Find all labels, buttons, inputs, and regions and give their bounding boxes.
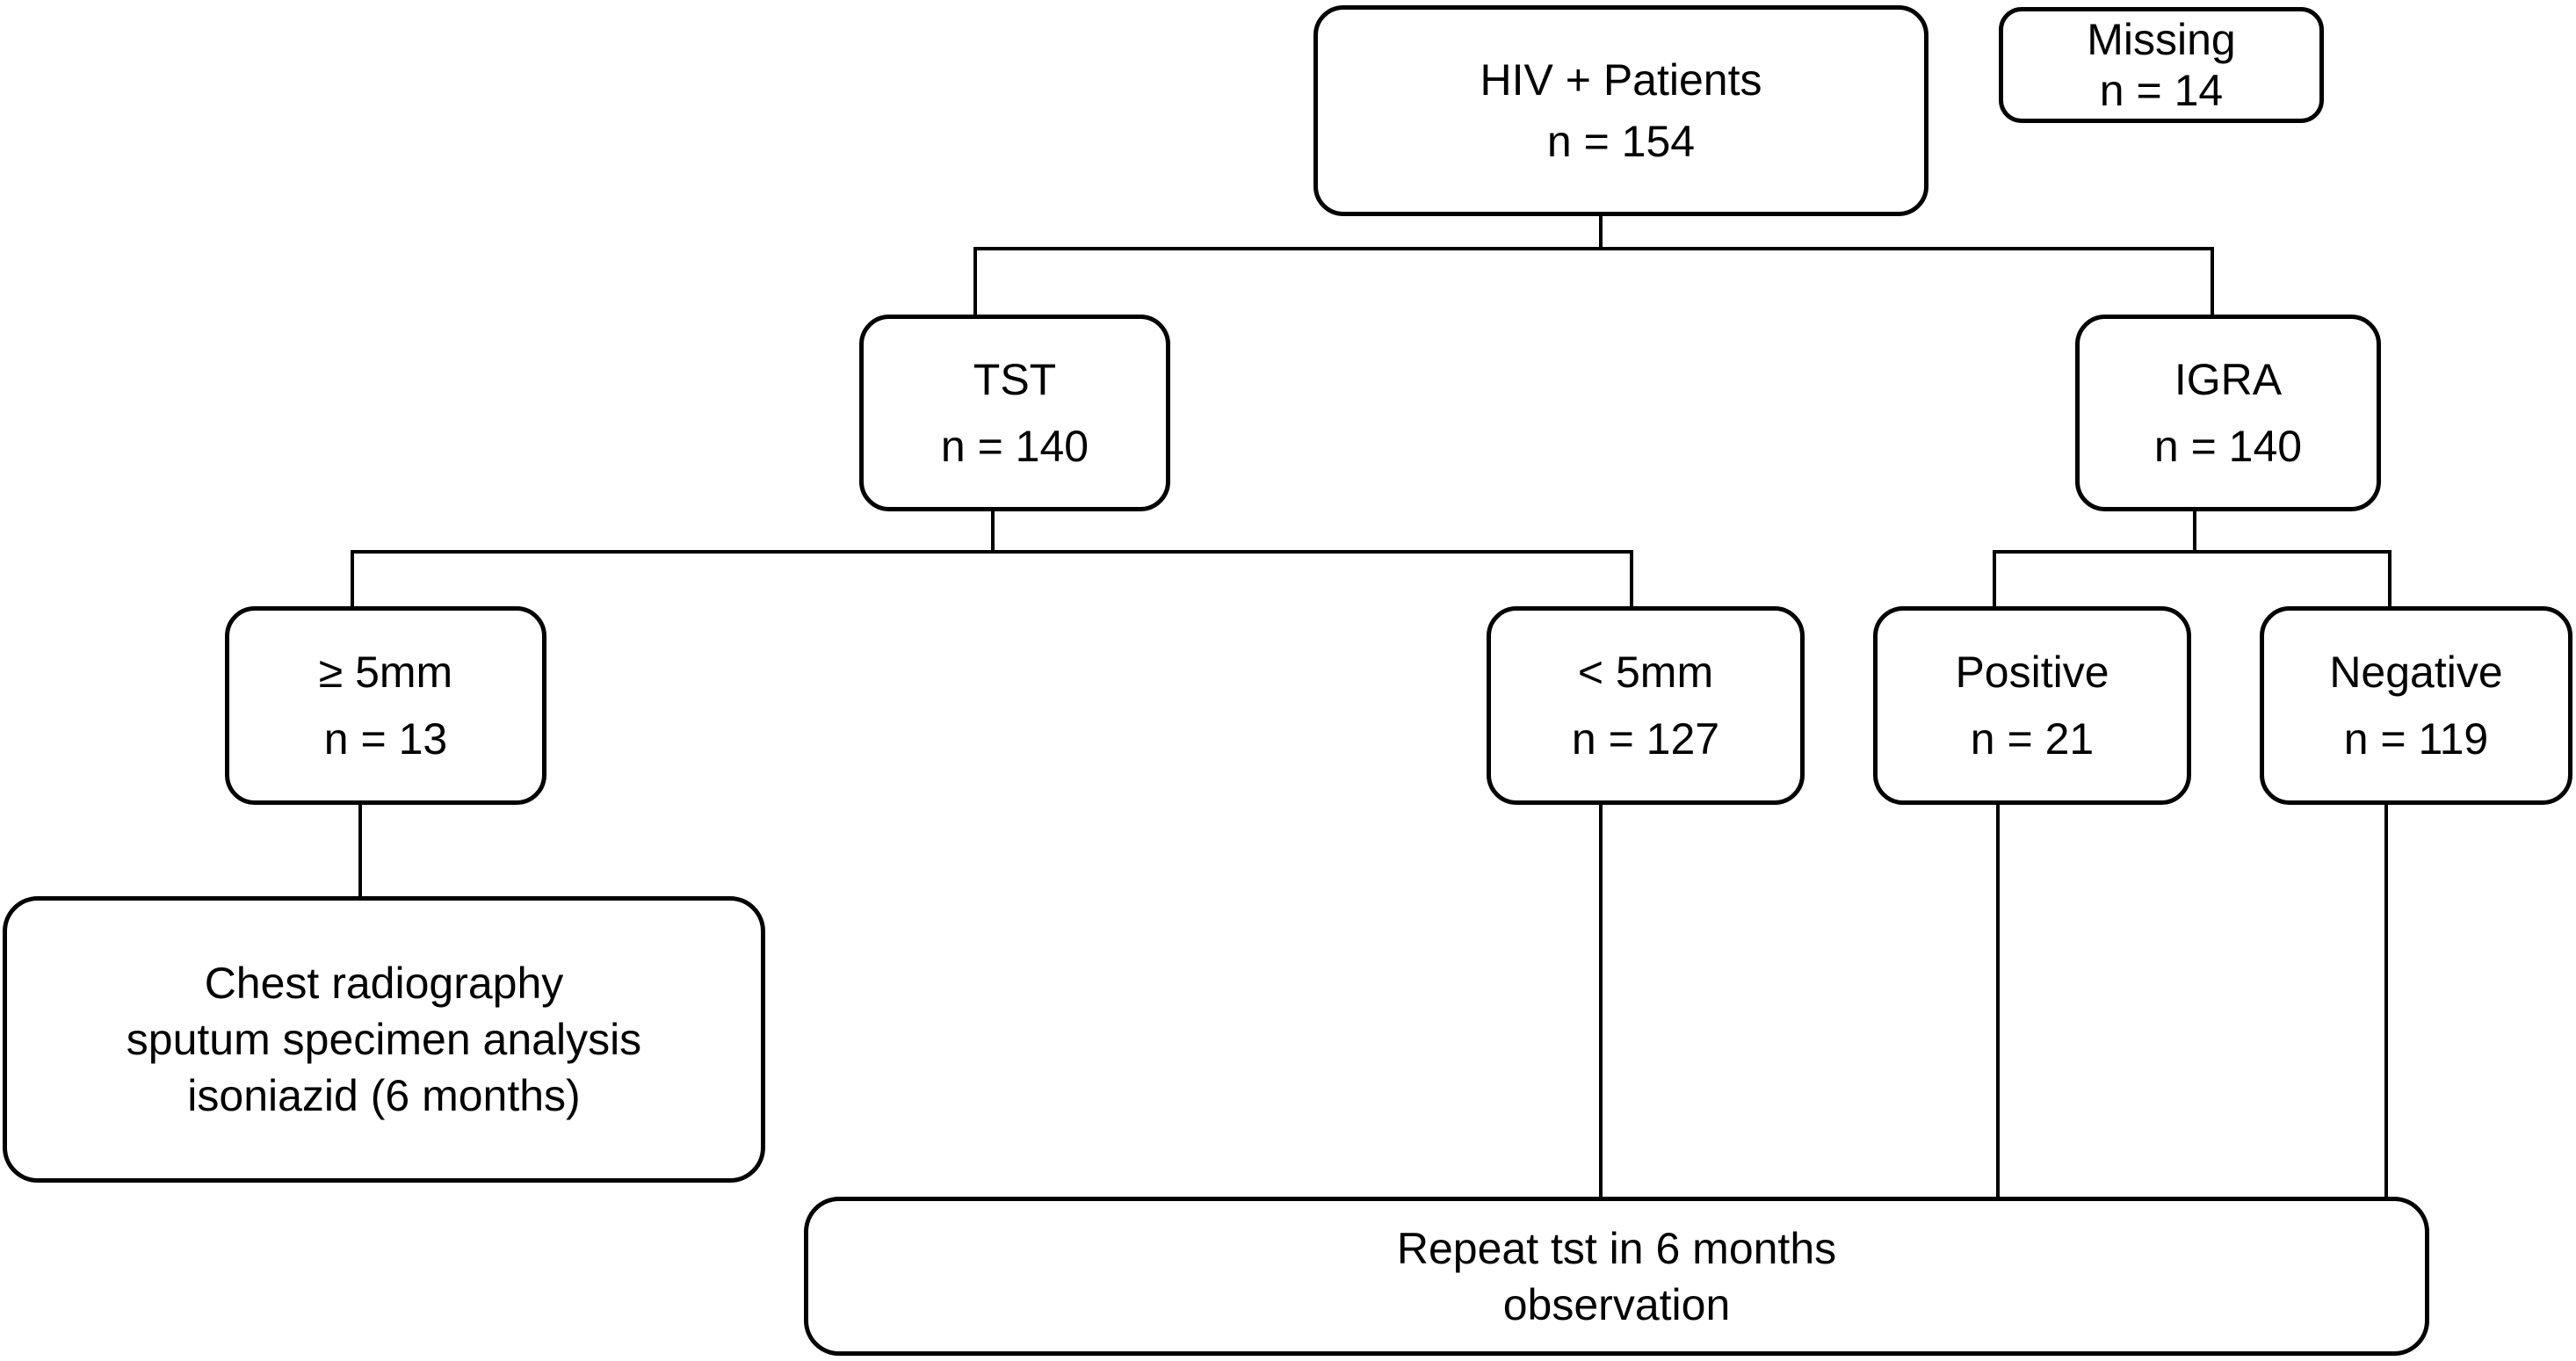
- edge-hiv-children-rail: [973, 247, 2214, 250]
- node-igra-label: IGRA: [2174, 355, 2283, 404]
- node-followup-line2: observation: [1502, 1279, 1731, 1329]
- edge-rail-to-ge5mm: [351, 550, 354, 612]
- edge-igra-children-rail: [1993, 550, 2391, 554]
- node-hiv-patients-label: HIV + Patients: [1480, 55, 1762, 105]
- edge-positive-to-followup: [1996, 800, 2000, 1204]
- edge-tst-stem: [991, 506, 995, 554]
- node-hiv-patients-count: n = 154: [1546, 117, 1696, 166]
- edge-igra-stem: [2193, 506, 2196, 554]
- node-tst-lt5mm: < 5mm n = 127: [1487, 606, 1805, 805]
- node-tst-ge5mm-count: n = 13: [323, 714, 448, 764]
- edge-negative-to-followup: [2384, 800, 2388, 1204]
- edge-tst-children-rail: [351, 550, 1633, 554]
- node-tst-lt5mm-count: n = 127: [1571, 714, 1720, 764]
- node-igra-positive-label: Positive: [1955, 648, 2109, 697]
- edge-hiv-stem: [1599, 211, 1603, 250]
- edge-rail-to-positive: [1993, 550, 1996, 612]
- node-followup: Repeat tst in 6 months observation: [804, 1197, 2429, 1356]
- edge-ge5mm-to-treatment: [358, 800, 362, 901]
- node-treatment-line1: Chest radiography: [204, 959, 564, 1008]
- edge-rail-to-igra: [2211, 247, 2214, 320]
- node-missing-label: Missing: [2087, 15, 2236, 64]
- edge-rail-to-tst: [973, 247, 977, 320]
- node-tst-label: TST: [973, 355, 1057, 404]
- node-igra-positive-count: n = 21: [1970, 714, 2095, 764]
- node-treatment: Chest radiography sputum specimen analys…: [3, 896, 765, 1183]
- node-tst-count: n = 140: [940, 422, 1089, 471]
- edge-lt5mm-to-followup: [1599, 800, 1603, 1204]
- node-treatment-line3: isoniazid (6 months): [187, 1071, 581, 1120]
- node-igra-negative: Negative n = 119: [2260, 606, 2572, 805]
- node-tst-lt5mm-label: < 5mm: [1577, 648, 1714, 697]
- node-missing: Missing n = 14: [1999, 7, 2324, 123]
- node-tst-ge5mm-label: ≥ 5mm: [318, 648, 453, 697]
- edge-rail-to-negative: [2388, 550, 2391, 612]
- node-hiv-patients: HIV + Patients n = 154: [1313, 5, 1928, 216]
- edge-rail-to-lt5mm: [1630, 550, 1633, 612]
- node-igra-negative-count: n = 119: [2343, 714, 2489, 764]
- node-tst-ge5mm: ≥ 5mm n = 13: [225, 606, 546, 805]
- node-igra-negative-label: Negative: [2329, 648, 2503, 697]
- node-tst: TST n = 140: [859, 315, 1170, 511]
- node-igra-positive: Positive n = 21: [1873, 606, 2191, 805]
- node-followup-line1: Repeat tst in 6 months: [1396, 1223, 1837, 1273]
- node-missing-count: n = 14: [2099, 66, 2224, 115]
- node-igra: IGRA n = 140: [2075, 315, 2381, 511]
- node-igra-count: n = 140: [2153, 422, 2303, 471]
- node-treatment-line2: sputum specimen analysis: [126, 1015, 642, 1064]
